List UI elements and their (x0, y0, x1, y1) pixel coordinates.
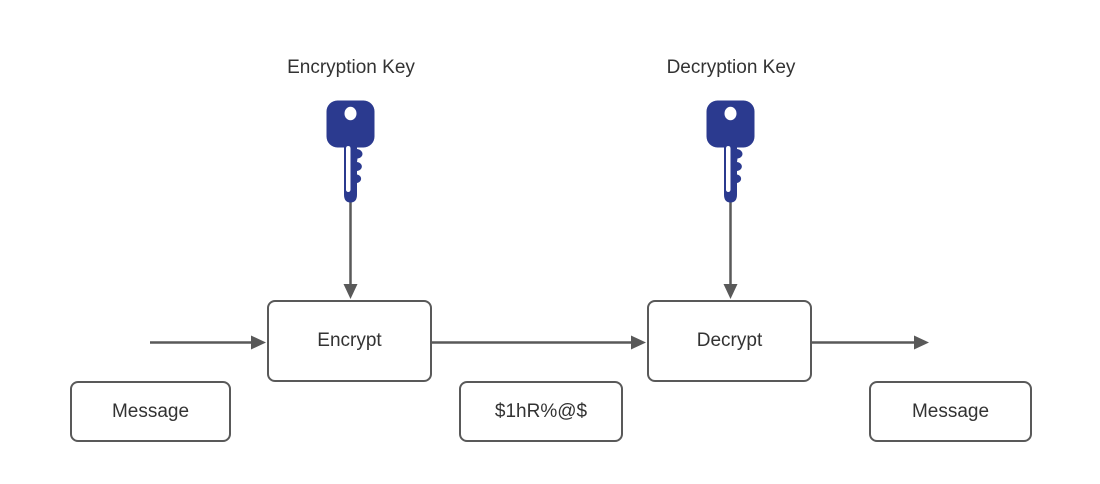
message-input-label: Message (111, 400, 190, 422)
decrypt-to-output-arrow (812, 335, 929, 350)
encrypt-box: Encrypt (267, 300, 432, 382)
encryption-key-arrow (343, 200, 358, 299)
decrypt-box-label: Decrypt (696, 330, 763, 351)
encrypt-to-decrypt-arrow (432, 335, 646, 350)
encryption-key-label: Encryption Key (287, 57, 415, 78)
message-input-box: Message (70, 381, 231, 442)
decryption-key-arrow (723, 200, 738, 299)
decrypt-box: Decrypt (647, 300, 812, 382)
decryption-key-icon (706, 100, 755, 203)
message-output-box: Message (869, 381, 1032, 442)
encryption-key-icon (326, 100, 375, 203)
message-to-encrypt-arrow (150, 335, 266, 350)
message-output-label: Message (911, 400, 990, 422)
ciphertext-label: $1hR%@$ (494, 400, 588, 422)
ciphertext-box: $1hR%@$ (459, 381, 623, 442)
decryption-key-label: Decryption Key (666, 57, 796, 78)
encrypt-box-label: Encrypt (317, 330, 382, 351)
